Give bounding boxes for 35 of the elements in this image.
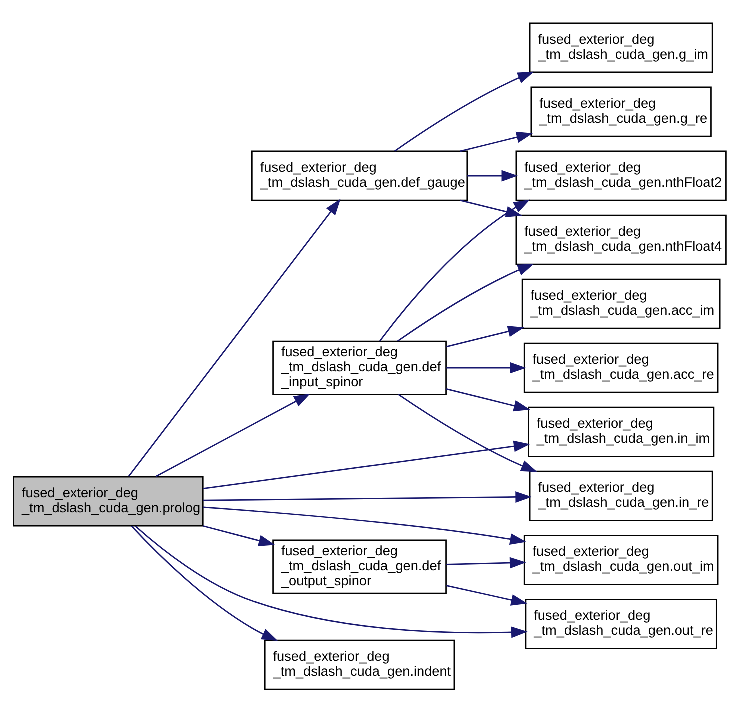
arrow (203, 506, 527, 545)
arrow (394, 71, 534, 152)
arrow (446, 326, 524, 348)
node-box: fused_exterior_deg _tm_dslash_cuda_gen.prolog (13, 476, 204, 526)
arrow (203, 440, 530, 489)
node-box: fused_exterior_deg _tm_dslash_cuda_gen.nthFloat4 (516, 214, 727, 265)
arrow (380, 199, 530, 342)
node-box: fused_exterior_deg _tm_dslash_cuda_gen.nthFloat2 (516, 150, 727, 201)
arrow (446, 556, 526, 568)
node-box: fused_exterior_deg _tm_dslash_cuda_gen.acc_re (524, 342, 719, 393)
arrow (460, 199, 522, 218)
arrow (156, 393, 310, 477)
arrow (460, 131, 534, 152)
arrow (446, 388, 530, 412)
arrow (398, 394, 538, 472)
arrow (128, 198, 341, 476)
node-box: fused_exterior_deg _tm_dslash_cuda_gen.g_im (529, 22, 714, 73)
node-box: fused_exterior_deg _tm_dslash_cuda_gen.in_re (529, 470, 714, 521)
node-box: fused_exterior_deg _tm_dslash_cuda_gen.indent (264, 639, 456, 690)
node-box: fused_exterior_deg _tm_dslash_cuda_gen.g_re (530, 86, 712, 137)
node-box: fused_exterior_deg _tm_dslash_cuda_gen.def_gauge (251, 150, 468, 201)
arrow (131, 525, 278, 641)
arrow (446, 584, 528, 606)
node-box: fused_exterior_deg _tm_dslash_cuda_gen.acc_im (522, 278, 721, 329)
node-box: fused_exterior_deg _tm_dslash_cuda_gen.in_im (528, 406, 715, 457)
arrow (203, 491, 532, 502)
arrow (446, 362, 526, 374)
arrow (135, 525, 528, 638)
node-box: fused_exterior_deg _tm_dslash_cuda_gen.out_re (525, 598, 718, 649)
arrow (398, 263, 534, 342)
node-box: fused_exterior_deg _tm_dslash_cuda_gen.def _output_spinor (272, 539, 447, 594)
arrow (202, 524, 276, 546)
node-box: fused_exterior_deg _tm_dslash_cuda_gen.out_im (524, 534, 719, 585)
arrow (468, 170, 518, 182)
node-box: fused_exterior_deg _tm_dslash_cuda_gen.def _input_spinor (272, 340, 447, 395)
